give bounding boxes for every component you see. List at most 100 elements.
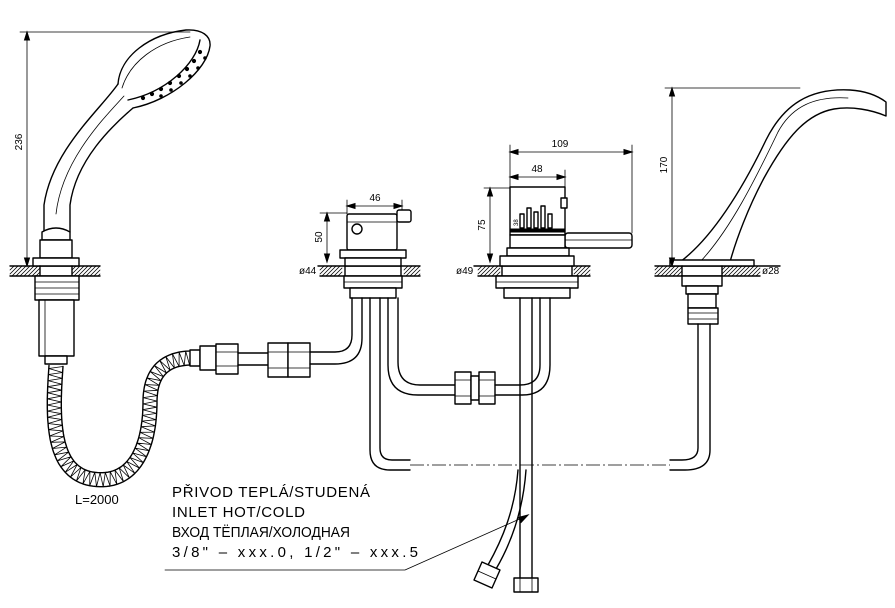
hatch-line [668,265,680,277]
temperature-mark: 38 [514,219,520,226]
dimension-arrow [486,186,494,197]
dimension-arrow [508,148,519,156]
note-line-thread-sizes: 3/8" – xxx.0, 1/2" – xxx.5 [172,544,418,561]
spout-connector-nut [687,307,719,325]
hose-edge [60,350,190,474]
spray-hole [176,73,182,79]
deck-left [9,265,101,277]
hatch-line [723,265,735,277]
pipe-mixer-outlet [494,297,551,396]
hatch-line [19,265,31,277]
note-line-english: INLET HOT/COLD [172,504,305,521]
mixer-collar [506,247,570,257]
handshower-holder [32,227,80,365]
dimension-arrow [323,211,331,222]
pipe-diverter-to-hose [309,297,363,365]
hatch-line [405,265,417,277]
hatch-line [77,265,89,277]
hatch-line [71,265,81,275]
dimension-arrow [556,173,567,181]
dimension-arrow [508,173,519,181]
hatch-line [321,265,333,277]
pipe-coupling [454,371,496,405]
dimension-label: 170 [659,156,670,173]
dimension-diverter-height: 50 [314,211,348,264]
scale-mark [547,213,553,229]
nut-edge [477,570,497,580]
hatch-line [479,265,491,277]
diverter-body [346,213,398,251]
dimension-diverter-width: 46 [345,193,404,215]
spray-hole [167,80,173,86]
hatch-line [664,265,676,277]
coupling-nut [267,342,289,378]
hatch-line [81,265,93,277]
diverter-lever [396,209,412,223]
dimension-arrow [345,202,356,210]
hatch-line [85,265,97,277]
hatch-line [727,265,739,277]
diverter-collar [339,249,407,259]
spray-hole [169,88,173,92]
pipe-spout-supply [669,323,711,471]
pipe-diverter-to-hose [309,297,353,353]
dimension-mixer-total-width: 109 [508,139,634,234]
coupling-body [470,375,480,401]
dimension-handshower-height: 236 [14,30,191,268]
hatch-line [319,265,329,275]
spout-washer [685,285,719,295]
pipe-diverter-to-spout [369,297,411,471]
spray-hole [188,74,192,78]
spout-base [669,259,755,267]
hatch-line [477,265,487,275]
holder-tube [38,299,75,357]
hatch-line [654,265,664,275]
temperature-scale: 38 [514,205,553,229]
handshower-handle-highlight [55,95,125,215]
mixer-band [509,228,566,233]
hatch-line [483,265,495,277]
hatch-line [731,265,743,277]
thermostatic-mixer: 38 [495,186,633,299]
holder-body [39,239,73,259]
supply-fitting [513,577,539,593]
dimension-arrow [23,257,31,268]
scale-mark [526,207,532,229]
hose-swivel [44,355,68,365]
spout-body [679,89,887,263]
scale-mark [540,205,546,229]
handshower-handle-inner [69,107,134,233]
hatch-line [739,265,751,277]
hatch-line [491,267,501,277]
note-leader-line [164,516,525,571]
dimension-mixer-height: 75 [477,186,511,264]
dimension-arrow [486,253,494,264]
piping [309,297,711,593]
hatch-line [743,265,755,277]
hatch-line [333,267,343,277]
hatch-line [325,265,337,277]
handshower-head-band [121,36,191,89]
deck-hatch [9,265,41,277]
spout-highlight [699,97,849,263]
dimension-spout-height: 170 [659,86,801,268]
holder-nut [32,257,80,267]
pipe-diverter-to-mixer [387,297,456,396]
dimension-mixer-body-width: 48 [508,164,567,188]
hatch-line [573,265,583,275]
hatch-line [721,265,731,275]
hatch-line [751,267,761,277]
deck-hatch [319,265,343,277]
pipe-diverter-to-mixer [397,297,456,386]
spout-lock-nut [681,275,723,287]
hose-ferrule [189,349,201,367]
note-line-czech: PŘIVOD TEPLÁ/STUDENÁ [172,484,370,501]
hatch-line [23,265,35,277]
dimension-label: 50 [314,231,325,243]
mixer-lever [564,232,633,249]
hose-cone [199,345,217,371]
dimension-arrow [668,86,676,97]
hatch-line [403,265,413,275]
hose-coils [46,350,191,488]
diverter-valve [339,209,412,299]
